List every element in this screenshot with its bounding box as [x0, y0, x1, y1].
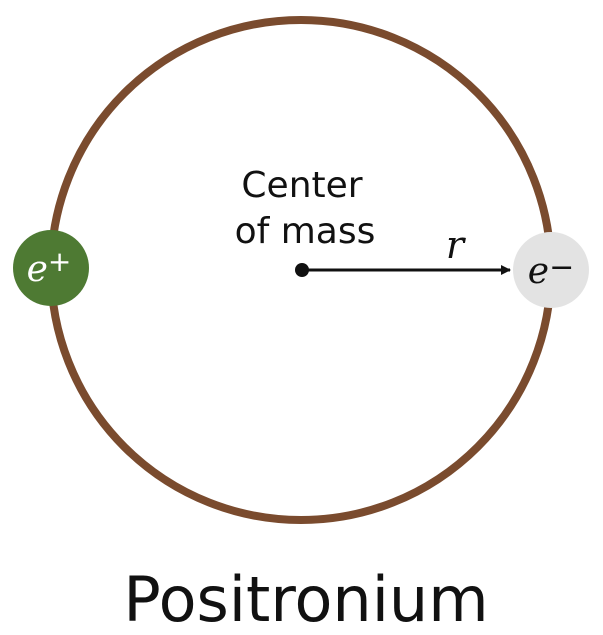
positron-symbol: e — [27, 249, 48, 290]
positron-label: e+ — [27, 245, 72, 290]
center-label-line2: of mass — [235, 211, 376, 252]
diagram-title: Positronium — [123, 563, 488, 635]
center-label-line1: Center — [241, 165, 362, 206]
positron-particle: e+ — [13, 230, 89, 306]
radius-label: r — [446, 223, 467, 267]
electron-particle: e− — [513, 232, 589, 308]
electron-symbol: e — [528, 251, 549, 292]
electron-label: e− — [528, 250, 574, 292]
positron-charge: + — [48, 245, 71, 278]
electron-charge: − — [549, 250, 574, 285]
positron-circle — [13, 230, 89, 306]
electron-circle — [513, 232, 589, 308]
